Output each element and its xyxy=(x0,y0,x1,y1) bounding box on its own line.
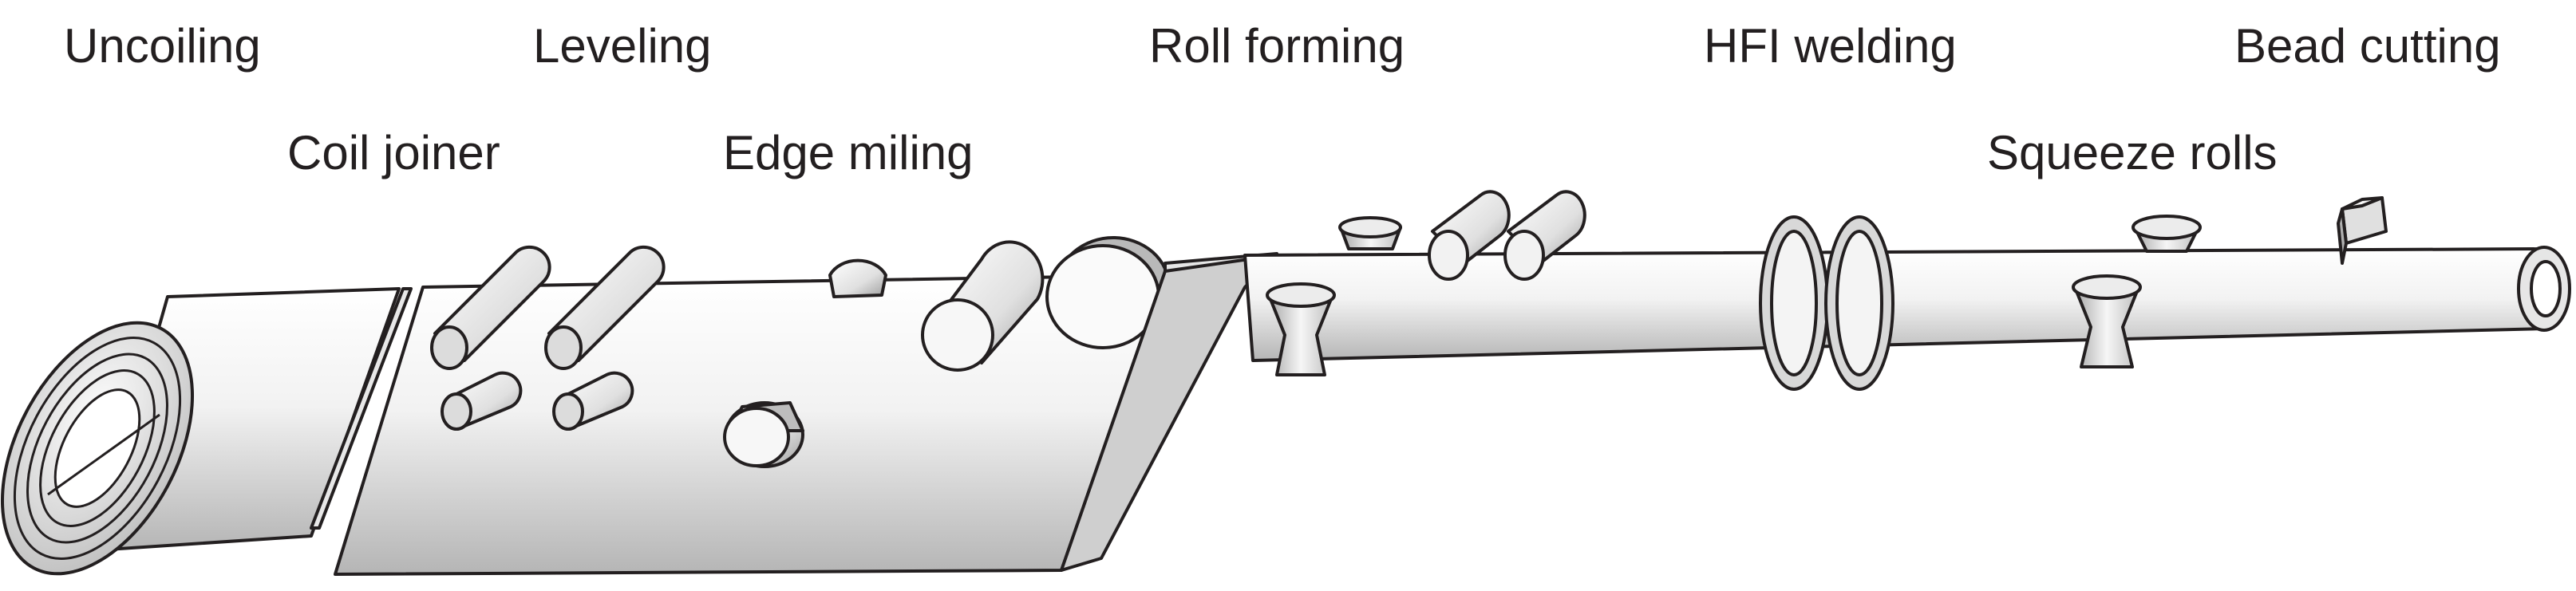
side-roll-bottom xyxy=(1266,282,1336,376)
edge-milling-cutters xyxy=(723,258,887,468)
coil-joiner-strip xyxy=(310,287,413,530)
label-coil-joiner: Coil joiner xyxy=(287,126,500,179)
hfi-welding-coils xyxy=(1759,215,1894,391)
label-squeeze-rolls: Squeeze rolls xyxy=(1987,126,2278,179)
label-hfi-welding: HFI welding xyxy=(1704,19,1957,73)
pipe-bore xyxy=(2530,260,2562,317)
label-leveling: Leveling xyxy=(533,19,712,73)
squeeze-rolls xyxy=(2072,215,2202,368)
leveling-rolls-top xyxy=(430,245,666,370)
label-edge-milling: Edge miling xyxy=(723,126,974,179)
label-bead-cutting: Bead cutting xyxy=(2234,19,2501,73)
coil xyxy=(0,287,401,576)
label-roll-forming: Roll forming xyxy=(1149,19,1405,73)
bead-cutter xyxy=(2337,196,2388,265)
forming-rolls xyxy=(921,236,1171,372)
leveling-rolls-bottom xyxy=(441,371,634,431)
fin-pass-rolls xyxy=(1338,190,1586,281)
label-uncoiling: Uncoiling xyxy=(64,19,261,73)
